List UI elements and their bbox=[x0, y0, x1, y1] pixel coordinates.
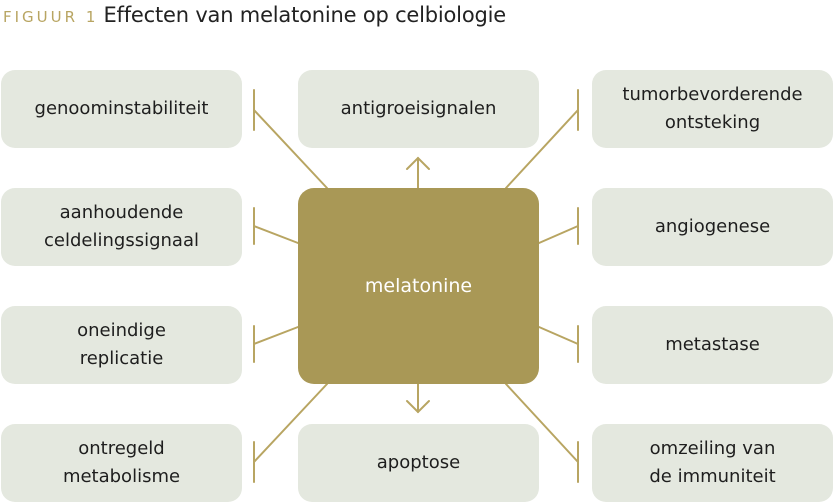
inhibit-angiogenese bbox=[538, 225, 579, 244]
center-melatonine: melatonine bbox=[298, 188, 539, 384]
box-metastase: metastase bbox=[592, 306, 833, 384]
inhibit-ontregeld bbox=[253, 383, 328, 463]
box-label: metastase bbox=[665, 334, 760, 355]
inhibit-metastase bbox=[538, 326, 579, 345]
box-apoptose: apoptose bbox=[298, 424, 539, 502]
inhibit-aanhoudende bbox=[253, 225, 299, 244]
center-label: melatonine bbox=[364, 275, 473, 297]
box-genoominstabiliteit: genoominstabiliteit bbox=[1, 70, 242, 148]
box-label: tumorbevorderende ontsteking bbox=[622, 84, 803, 133]
box-tumorbevorderende-ontsteking: tumorbevorderende ontsteking bbox=[592, 70, 833, 148]
inhibit-tumorbevorderende bbox=[505, 109, 579, 189]
box-angiogenese: angiogenese bbox=[592, 188, 833, 266]
box-aanhoudende-celdelingssignaal: aanhoudende celdelingssignaal bbox=[1, 188, 242, 266]
inhibit-oneindige bbox=[253, 326, 299, 345]
figure-title: FIGUUR 1 Effecten van melatonine op celb… bbox=[3, 0, 506, 30]
arrowhead-antigroeisignalen bbox=[406, 156, 430, 170]
box-ontregeld-metabolisme: ontregeld metabolisme bbox=[1, 424, 242, 502]
box-label: aanhoudende celdelingssignaal bbox=[44, 202, 199, 251]
inhibit-omzeiling bbox=[505, 383, 579, 463]
box-label: genoominstabiliteit bbox=[34, 98, 209, 119]
box-label: angiogenese bbox=[654, 216, 771, 237]
box-antigroeisignalen: antigroeisignalen bbox=[298, 70, 539, 148]
box-label: antigroeisignalen bbox=[340, 98, 497, 119]
figure-label: FIGUUR 1 bbox=[3, 8, 99, 26]
box-label: omzeiling van de immuniteit bbox=[649, 438, 776, 487]
arrowhead-apoptose bbox=[406, 400, 430, 414]
inhibit-genoominstabiliteit bbox=[253, 109, 328, 189]
box-oneindige-replicatie: oneindige replicatie bbox=[1, 306, 242, 384]
figure-title-text: Effecten van melatonine op celbiologie bbox=[103, 3, 506, 27]
box-label: oneindige replicatie bbox=[77, 320, 166, 369]
box-label: ontregeld metabolisme bbox=[62, 438, 181, 487]
box-omzeiling-immuniteit: omzeiling van de immuniteit bbox=[592, 424, 833, 502]
box-label: apoptose bbox=[376, 452, 461, 473]
